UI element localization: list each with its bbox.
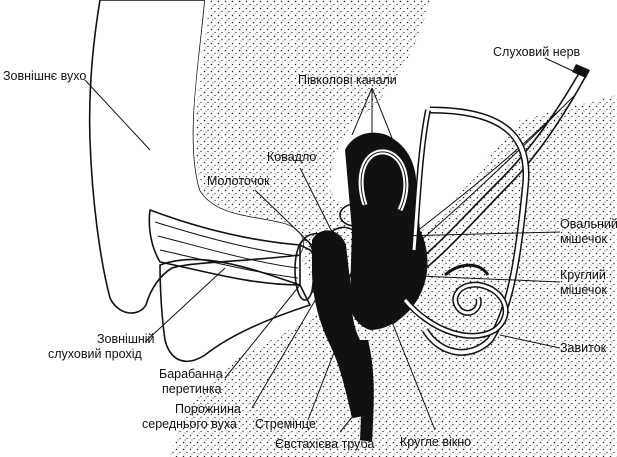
leader-incus: [299, 167, 336, 239]
label-eardrum-line1: Барабанна: [159, 367, 223, 381]
saccule-shape: [373, 264, 395, 286]
label-round-window: Кругле вікно: [400, 435, 471, 449]
temporal-bone-stipple: [170, 0, 617, 457]
leader-semicircular-3: [371, 87, 393, 139]
semicircular-canal-1-outline: [360, 151, 407, 211]
malleus-shape: [299, 232, 332, 293]
label-eustachian-tube: Євстахієва труба: [275, 437, 374, 451]
round-window-shape: [381, 312, 399, 324]
nerve-tip: [572, 64, 590, 78]
label-eardrum-line2: перетинка: [162, 382, 222, 396]
label-cochlea: Завиток: [560, 341, 607, 355]
semicircular-canal-3: [368, 192, 388, 218]
leader-semicircular-1: [351, 87, 373, 136]
cochlea-inner-coil: [444, 263, 490, 277]
lower-flap: [159, 258, 311, 363]
label-saccule-line1: Круглий: [560, 268, 606, 282]
label-middle-ear-line1: Порожнина: [175, 402, 241, 416]
label-ear-canal-line2: слуховий прохід: [48, 347, 142, 361]
label-stapes: Стремінце: [255, 417, 316, 431]
label-outer-ear: Зовнішнє вухо: [3, 69, 86, 83]
utricle-shape: [369, 221, 405, 258]
leader-eardrum: [224, 284, 301, 379]
leader-utricle: [399, 231, 561, 237]
eustachian-tube-shape: [352, 340, 374, 442]
leader-round-window: [391, 321, 436, 431]
leader-auditory-nerve: [544, 57, 576, 73]
label-incus: Ковадло: [267, 150, 316, 164]
semicircular-canal-2: [339, 203, 371, 227]
label-saccule-line2: мішечок: [560, 283, 607, 297]
label-utricle-line2: мішечок: [560, 232, 607, 246]
ear-canal: [148, 209, 301, 286]
middle-ear-cavity: [312, 230, 372, 418]
leader-ear-canal: [144, 267, 226, 343]
label-middle-ear-line2: середнього вуха: [142, 417, 237, 431]
label-ear-canal-line1: Зовнішній: [97, 332, 155, 346]
leader-outer-ear: [84, 79, 151, 151]
leader-saccule: [394, 274, 561, 283]
leader-middle-ear: [251, 291, 321, 409]
leader-stapes: [307, 297, 356, 421]
label-auditory-nerve: Слуховий нерв: [493, 45, 581, 59]
leader-malleus: [254, 189, 313, 246]
label-utricle-line1: Овальний: [560, 217, 617, 231]
leader-eustachian: [339, 409, 359, 433]
label-malleus: Молоточок: [207, 174, 270, 188]
leader-cochlea: [499, 334, 561, 349]
label-semicircular-canals: Півколові канали: [298, 73, 397, 87]
